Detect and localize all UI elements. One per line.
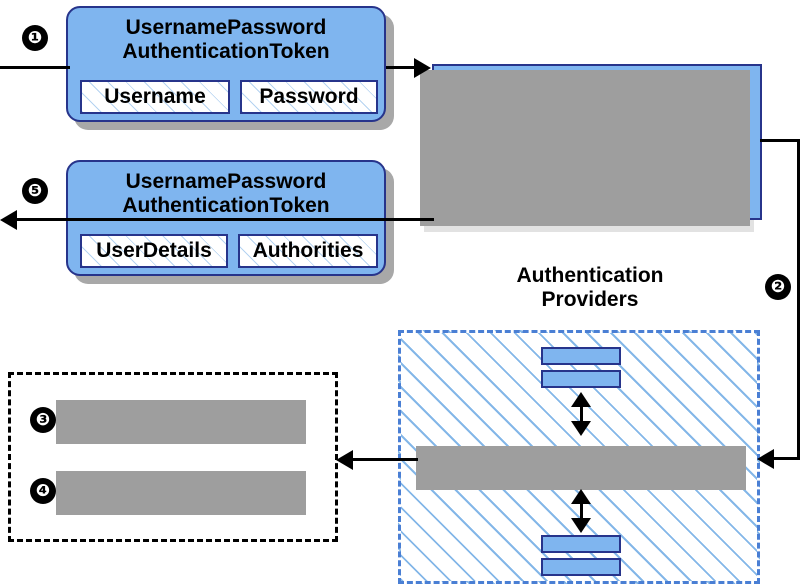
authentication-providers-heading: Authentication Providers xyxy=(480,264,700,312)
userdetails-field: UserDetails xyxy=(80,234,228,268)
request-token-title-line2: AuthenticationToken xyxy=(122,39,330,63)
username-field-label: Username xyxy=(104,85,206,108)
inbound-request-line xyxy=(0,66,70,69)
manager-to-provider-line-vertical xyxy=(797,139,800,459)
provider-link-top-arrow-up xyxy=(571,392,591,407)
step-badge-5: ❺ xyxy=(22,178,48,204)
username-field: Username xyxy=(80,80,230,114)
userdetails-field-label: UserDetails xyxy=(96,239,212,262)
provider-link-bottom-arrow-up xyxy=(571,489,591,504)
authentication-providers-heading-line1: Authentication xyxy=(516,264,664,287)
step-badge-2: ❷ xyxy=(765,274,791,300)
step-badge-1: ❶ xyxy=(22,25,48,51)
step-badge-3: ❸ xyxy=(30,407,56,433)
token-to-manager-arrowhead xyxy=(414,58,431,78)
provider-placeholder-bottom-2 xyxy=(541,558,621,576)
provider-link-bottom-arrow-down xyxy=(571,518,591,533)
request-token-title: UsernamePassword AuthenticationToken xyxy=(68,16,384,63)
dao-provider-shadow xyxy=(416,446,746,490)
password-encoder-shadow xyxy=(56,471,306,515)
provider-link-top-line xyxy=(580,395,583,433)
provider-placeholder-bottom-1 xyxy=(541,535,621,553)
authorities-field: Authorities xyxy=(238,234,378,268)
authorities-field-label: Authorities xyxy=(252,239,364,262)
authentication-services-container xyxy=(8,372,338,542)
provider-placeholder-top-1 xyxy=(541,347,621,365)
password-field-label: Password xyxy=(259,85,359,108)
provider-placeholder-top-2 xyxy=(541,370,621,388)
provider-to-services-arrowhead xyxy=(336,450,353,470)
token-to-manager-line xyxy=(386,66,424,69)
response-token-title: UsernamePassword AuthenticationToken xyxy=(68,170,384,217)
request-token-title-line1: UsernamePassword xyxy=(125,16,327,39)
manager-to-provider-line-top xyxy=(760,139,800,142)
user-details-service-shadow xyxy=(56,400,306,444)
password-field: Password xyxy=(240,80,378,114)
provider-link-bottom-line xyxy=(580,492,583,530)
response-token-title-line1: UsernamePassword xyxy=(125,170,327,193)
manager-to-response-arrowhead xyxy=(0,210,17,230)
authentication-providers-heading-line2: Providers xyxy=(541,288,639,312)
step-badge-4: ❹ xyxy=(30,478,56,504)
manager-to-provider-arrowhead xyxy=(757,449,774,469)
manager-to-response-line xyxy=(14,218,434,221)
manager-to-provider-line-bottom xyxy=(770,457,800,460)
provider-link-top-arrow-down xyxy=(571,421,591,436)
request-token-card: UsernamePassword AuthenticationToken Use… xyxy=(66,6,386,122)
provider-to-services-line xyxy=(352,458,418,461)
response-token-title-line2: AuthenticationToken xyxy=(122,193,330,217)
authentication-manager-shadow xyxy=(420,70,750,226)
